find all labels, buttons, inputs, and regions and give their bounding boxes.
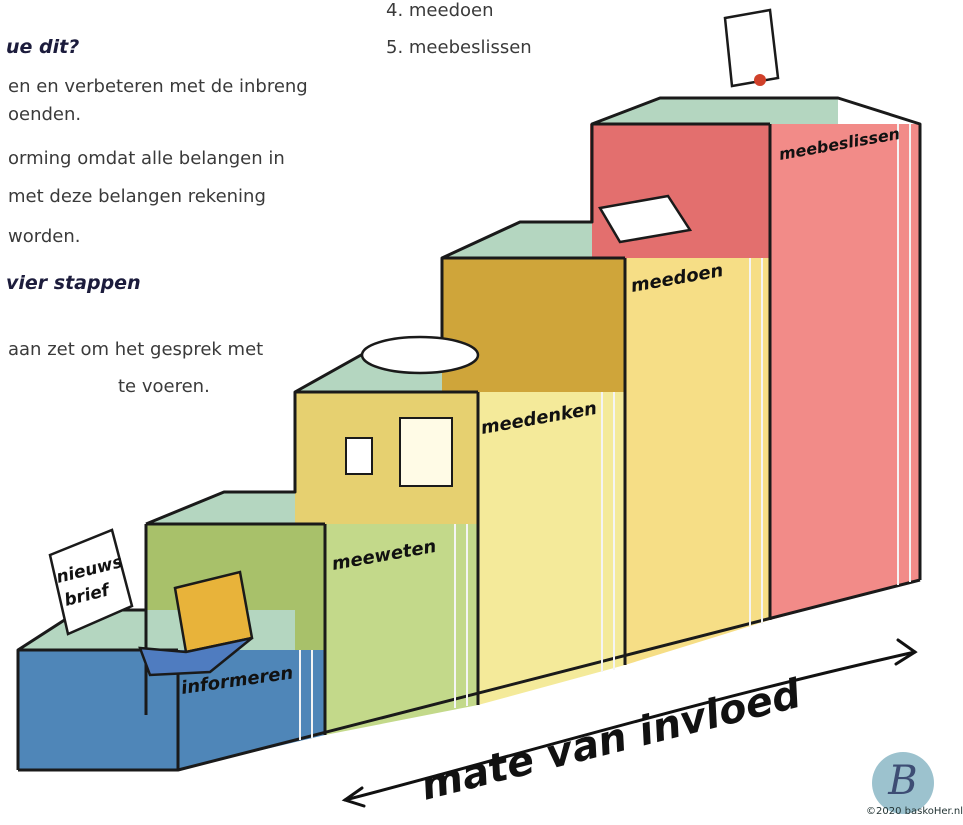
step-5-top: [592, 98, 838, 124]
laptop-icon: [138, 570, 254, 677]
step-5-side: [770, 124, 920, 620]
step-2-side: [325, 524, 478, 735]
step-list-item-4: 4. meedoen: [386, 0, 494, 21]
certificate-icon: [723, 8, 780, 88]
step-3-side: [478, 392, 625, 705]
seal-icon: [754, 74, 766, 86]
step-1-side: [178, 650, 325, 770]
intro-line-1: en en verbeteren met de inbreng: [8, 76, 308, 97]
steps-line-2: te voeren.: [118, 376, 210, 397]
intro-line-4: met deze belangen rekening: [8, 186, 266, 207]
steps-line-1: aan zet om het gesprek met: [8, 339, 264, 360]
step-1-top: [18, 610, 295, 650]
workshop-table-icon: [598, 194, 693, 244]
intro-line-2: oenden.: [8, 104, 82, 125]
intro-line-3: orming omdat alle belangen in: [8, 148, 285, 169]
paper-sheet-icon: [345, 437, 373, 475]
copyright-credit: ©2020 baskoHer.nl: [866, 806, 963, 817]
step-1-front: [18, 650, 178, 770]
step-list-item-5: 5. meebeslissen: [386, 37, 532, 58]
heading-intro: ue dit?: [6, 36, 80, 58]
meeting-table-icon: [360, 335, 480, 375]
intro-line-5: worden.: [8, 226, 81, 247]
heading-steps: vier stappen: [6, 272, 141, 294]
flipchart-icon: [399, 417, 453, 487]
newsletter-icon: nieuws brief: [48, 528, 134, 636]
baskotter-logo: B: [872, 752, 934, 814]
logo-letter: B: [888, 758, 918, 804]
step-4-top: [442, 222, 592, 258]
influence-axis: [341, 638, 918, 808]
step-4-side: [625, 258, 770, 665]
step-2-top: [146, 492, 295, 524]
